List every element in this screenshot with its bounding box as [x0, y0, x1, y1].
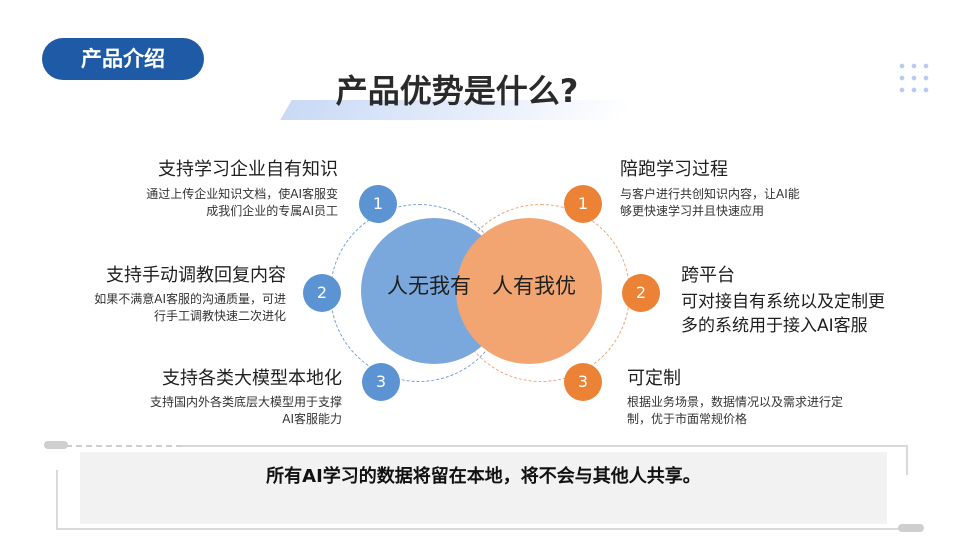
left-item-1-desc-line2: 成我们企业的专属AI员工: [206, 204, 338, 218]
left-item-2-heading: 支持手动调教回复内容: [106, 265, 286, 286]
frame-dashed-line: [46, 445, 182, 447]
right-badge-3: 3: [564, 363, 602, 401]
left-badge-1: 1: [359, 185, 397, 223]
frame-top-line: [182, 445, 906, 447]
footer-note-box: [80, 452, 887, 524]
frame-bottom-line: [56, 528, 902, 530]
left-item-3-desc-line1: 支持国内外各类底层大模型用于支撑: [149, 395, 342, 409]
right-item-1-heading: 陪跑学习过程: [620, 159, 728, 180]
dot-grid-decoration: [896, 60, 930, 94]
left-item-3-heading: 支持各类大模型本地化: [162, 368, 342, 389]
left-badge-3: 3: [362, 363, 400, 401]
frame-right-line: [906, 445, 908, 475]
right-item-2-desc: 可对接自有系统以及定制更 多的系统用于接入AI客服: [681, 290, 921, 338]
right-item-1-desc: 与客户进行共创知识内容，让AI能 够更快速学习并且快速应用: [620, 186, 870, 220]
right-item-1-desc-line1: 与客户进行共创知识内容，让AI能: [620, 187, 800, 201]
right-item-3-desc: 根据业务场景，数据情况以及需求进行定 制，优于市面常规价格: [627, 394, 877, 428]
left-item-2-desc-line1: 如果不满意AI客服的沟通质量，可进: [94, 292, 286, 306]
page-title: 产品优势是什么?: [335, 72, 579, 110]
section-tag: 产品介绍: [42, 38, 204, 80]
right-badge-2: 2: [622, 274, 660, 312]
center-right-text: 人有我优: [492, 274, 576, 298]
right-item-2-heading: 跨平台: [681, 265, 735, 286]
right-item-3-desc-line1: 根据业务场景，数据情况以及需求进行定: [627, 395, 844, 409]
frame-right-cap: [898, 524, 924, 532]
left-item-2-desc: 如果不满意AI客服的沟通质量，可进 行手工调教快速二次进化: [20, 291, 286, 325]
left-item-2-desc-line2: 行手工调教快速二次进化: [153, 309, 286, 323]
right-item-1-desc-line2: 够更快速学习并且快速应用: [620, 204, 765, 218]
frame-left-line: [56, 470, 58, 528]
center-left-text: 人无我有: [387, 274, 471, 298]
left-item-3-desc: 支持国内外各类底层大模型用于支撑 AI客服能力: [60, 394, 342, 428]
left-item-1-desc: 通过上传企业知识文档，使AI客服变 成我们企业的专属AI员工: [60, 186, 338, 220]
right-item-2-desc-line1: 可对接自有系统以及定制更: [681, 292, 885, 312]
left-item-1-heading: 支持学习企业自有知识: [158, 159, 338, 180]
left-badge-2: 2: [303, 274, 341, 312]
left-item-3-desc-line2: AI客服能力: [282, 412, 342, 426]
right-item-3-desc-line2: 制，优于市面常规价格: [627, 412, 748, 426]
right-badge-1: 1: [564, 185, 602, 223]
right-item-3-heading: 可定制: [627, 368, 681, 389]
footer-note: 所有AI学习的数据将留在本地，将不会与其他人共享。: [266, 466, 701, 487]
frame-left-cap: [44, 441, 68, 449]
left-item-1-desc-line1: 通过上传企业知识文档，使AI客服变: [146, 187, 338, 201]
right-venn-circle: [456, 218, 602, 364]
right-item-2-desc-line2: 多的系统用于接入AI客服: [681, 316, 868, 336]
